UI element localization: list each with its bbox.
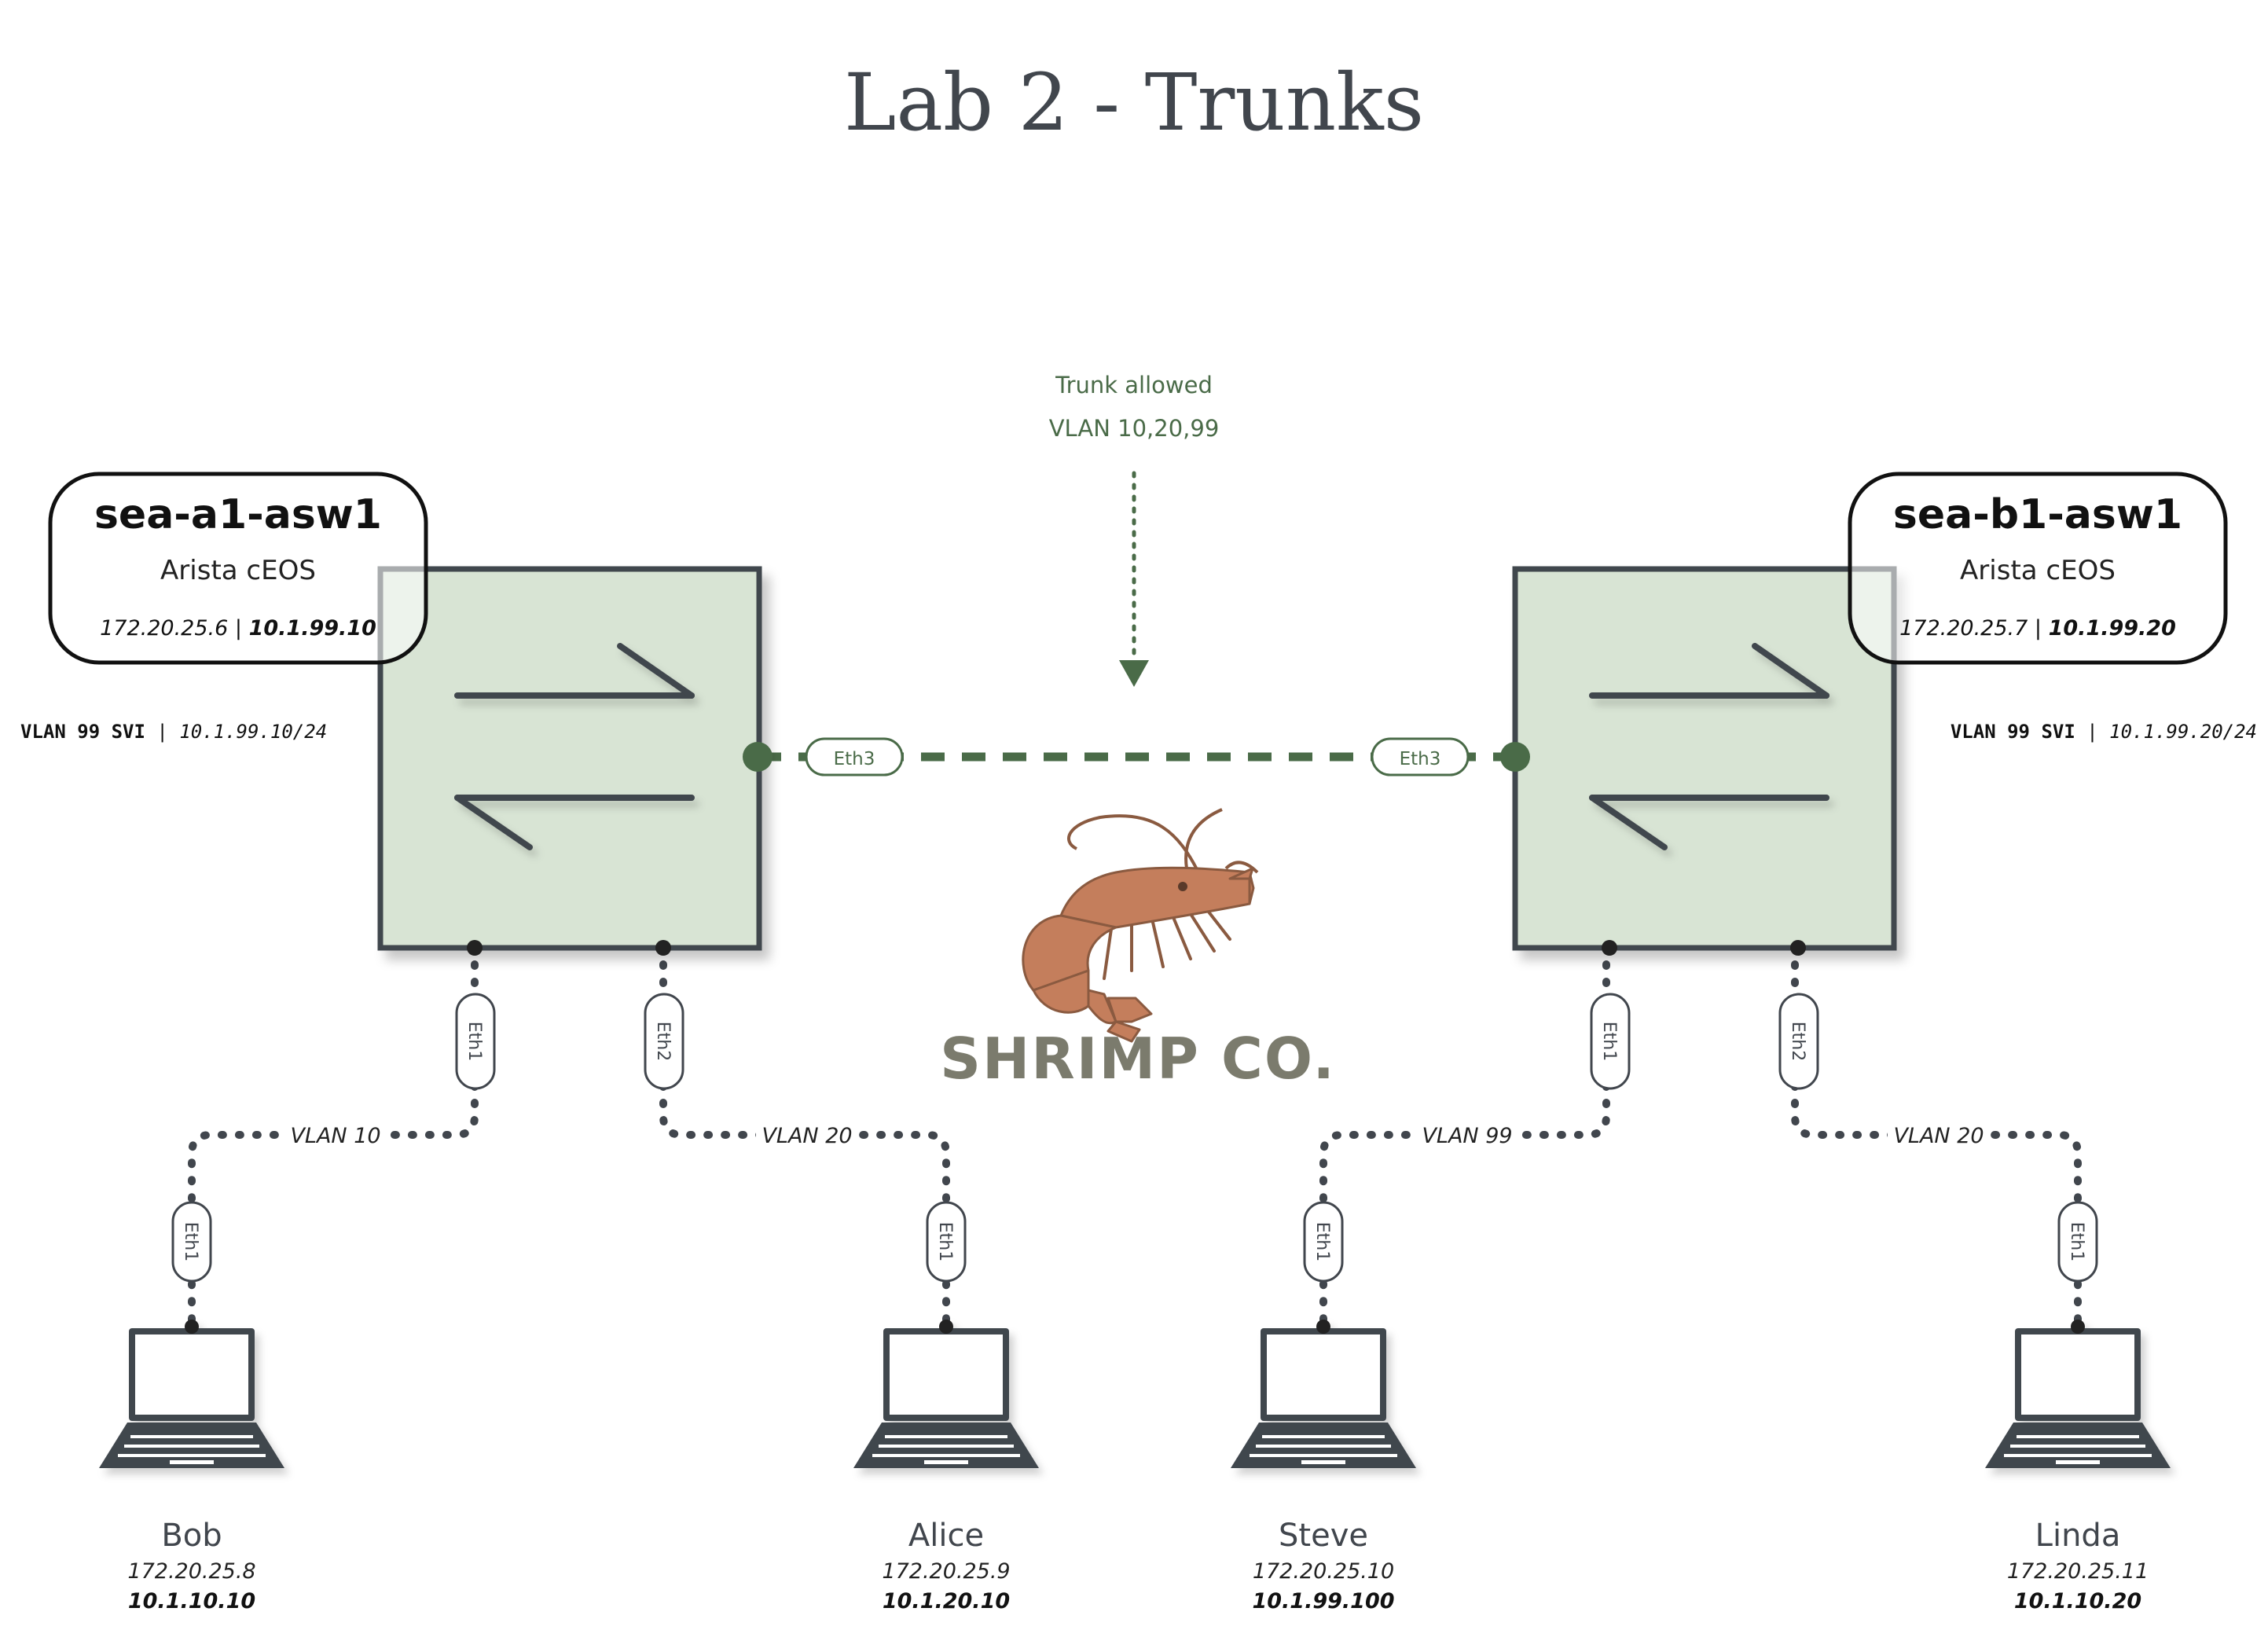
port-label: Eth1 — [2067, 1222, 2086, 1261]
svi-separator: | — [145, 721, 179, 743]
switch-sea-b1-asw1[interactable] — [1500, 566, 1897, 956]
trunk-port-label-b: Eth3 — [1400, 749, 1441, 769]
port-pill[interactable]: Eth1 — [1303, 1201, 1344, 1283]
host-name: Bob — [161, 1518, 222, 1554]
host-ip: 10.1.99.100 — [1252, 1589, 1394, 1613]
link-steve[interactable] — [1319, 943, 1610, 1328]
port-label: Eth1 — [1312, 1222, 1332, 1261]
ip-separator: | — [228, 616, 248, 641]
switch-model: Arista cEOS — [1960, 555, 2116, 586]
switch-mgmt-ip: 172.20.25.6 — [100, 616, 228, 641]
ip-separator: | — [2028, 616, 2048, 641]
host-labels: Bob 172.20.25.8 10.1.10.10 Alice 172.20.… — [127, 1518, 2149, 1613]
laptop-icons — [99, 1320, 2171, 1468]
trunk-port-dot[interactable] — [743, 742, 773, 772]
port-pill[interactable]: Eth1 — [926, 1201, 967, 1283]
vlan-label-steve: VLAN 99 — [1422, 1124, 1512, 1148]
shrimp-icon — [1022, 808, 1259, 1043]
switch-svi-ip: 10.1.99.10 — [249, 616, 376, 641]
vlan-label-linda: VLAN 20 — [1893, 1124, 1984, 1148]
switch-info-card-a: sea-a1-asw1 Arista cEOS 172.20.25.6 | 10… — [48, 472, 428, 665]
svi-cidr: 10.1.99.10/24 — [179, 721, 327, 743]
trunk-port-pill-b[interactable]: Eth3 — [1371, 737, 1470, 776]
trunk-annotation-arrowhead — [1119, 660, 1149, 687]
svi-separator: | — [2075, 721, 2109, 743]
host-name: Alice — [908, 1518, 984, 1554]
switch-sea-a1-asw1[interactable] — [377, 566, 773, 956]
link-alice[interactable] — [659, 943, 950, 1328]
access-links — [188, 943, 2082, 1328]
host-ip: 10.1.20.10 — [883, 1589, 1010, 1613]
host-mgmt-ip: 172.20.25.11 — [2007, 1559, 2149, 1584]
port-pill[interactable]: Eth1 — [455, 993, 496, 1090]
port-dot[interactable] — [467, 940, 483, 956]
page-title: Lab 2 - Trunks — [844, 57, 1424, 149]
trunk-label-line1: Trunk allowed — [1055, 372, 1213, 398]
host-ip: 10.1.10.10 — [128, 1589, 255, 1613]
port-pill[interactable]: Eth1 — [171, 1201, 212, 1283]
laptop-icon-bob[interactable] — [99, 1320, 284, 1468]
link-bob[interactable] — [188, 943, 479, 1328]
port-dot[interactable] — [1602, 940, 1617, 956]
switch-name: sea-b1-asw1 — [1893, 491, 2182, 538]
port-label: Eth1 — [1599, 1022, 1619, 1061]
trunk-port-pill-a[interactable]: Eth3 — [805, 737, 904, 776]
switch-mgmt-ip: 172.20.25.7 — [1899, 616, 2028, 641]
laptop-icon-linda[interactable] — [1985, 1320, 2171, 1468]
port-dot[interactable] — [1790, 940, 1806, 956]
switch-svi-ip: 10.1.99.20 — [2049, 616, 2176, 641]
port-label: Eth2 — [1788, 1022, 1807, 1061]
laptop-icon-steve[interactable] — [1231, 1320, 1416, 1468]
link-linda[interactable] — [1791, 943, 2082, 1328]
port-label: Eth1 — [935, 1222, 955, 1261]
host-ip: 10.1.10.20 — [2014, 1589, 2141, 1613]
laptop-icon-alice[interactable] — [853, 1320, 1039, 1468]
port-pill[interactable]: Eth2 — [644, 993, 684, 1090]
trunk-port-dot[interactable] — [1500, 742, 1530, 772]
svi-title: VLAN 99 SVI — [1951, 721, 2075, 743]
port-pill[interactable]: Eth1 — [1590, 993, 1631, 1090]
host-mgmt-ip: 172.20.25.9 — [882, 1559, 1010, 1584]
switch-arrows-icon — [454, 643, 695, 850]
svi-label-a: VLAN 99 SVI | 10.1.99.10/24 — [20, 721, 327, 743]
port-label: Eth1 — [181, 1222, 200, 1261]
switch-name: sea-a1-asw1 — [94, 491, 382, 538]
port-pill[interactable]: Eth1 — [2057, 1201, 2098, 1283]
svi-label-b: VLAN 99 SVI | 10.1.99.20/24 — [1951, 721, 2257, 743]
host-mgmt-ip: 172.20.25.10 — [1253, 1559, 1394, 1584]
trunk-port-label-a: Eth3 — [834, 749, 875, 769]
port-label: Eth2 — [653, 1022, 673, 1061]
switch-ips: 172.20.25.6 | 10.1.99.10 — [100, 616, 376, 641]
svi-cidr: 10.1.99.20/24 — [2109, 721, 2257, 743]
logo-text: SHRIMP CO. — [940, 1026, 1336, 1092]
vlan-label-bob: VLAN 10 — [290, 1124, 380, 1148]
port-label: Eth1 — [464, 1022, 484, 1061]
switch-model: Arista cEOS — [160, 555, 316, 586]
host-name: Steve — [1279, 1518, 1368, 1554]
switch-arrows-icon — [1589, 643, 1829, 850]
port-pill[interactable]: Eth2 — [1778, 993, 1819, 1090]
port-dot[interactable] — [655, 940, 671, 956]
vlan-label-alice: VLAN 20 — [762, 1124, 852, 1148]
host-mgmt-ip: 172.20.25.8 — [127, 1559, 255, 1584]
host-name: Linda — [2035, 1518, 2121, 1554]
switch-info-card-b: sea-b1-asw1 Arista cEOS 172.20.25.7 | 10… — [1848, 472, 2228, 665]
trunk-label-line2: VLAN 10,20,99 — [1049, 415, 1220, 442]
svi-title: VLAN 99 SVI — [20, 721, 145, 743]
switch-ips: 172.20.25.7 | 10.1.99.20 — [1899, 616, 2176, 641]
